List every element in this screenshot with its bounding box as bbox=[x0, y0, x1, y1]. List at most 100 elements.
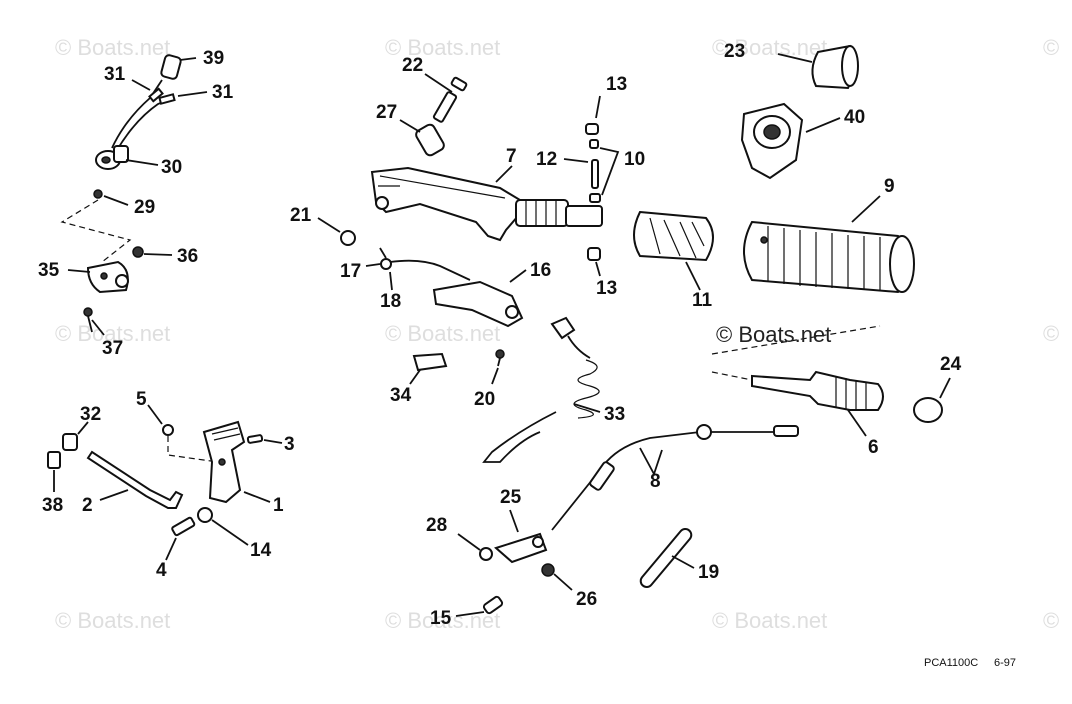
part-35-bracket bbox=[67, 260, 129, 294]
footer-part-code: PCA1100C bbox=[924, 657, 978, 669]
callout-10: 10 bbox=[624, 149, 645, 170]
part-36-nut bbox=[132, 246, 173, 258]
watermark-text: © Boats.net bbox=[712, 608, 827, 633]
part-31-wire-leads bbox=[111, 79, 208, 151]
callout-27: 27 bbox=[376, 102, 397, 123]
callout-35: 35 bbox=[38, 260, 60, 281]
callout-40: 40 bbox=[844, 107, 865, 128]
grip-dash-line-bottom bbox=[711, 371, 753, 381]
watermark-text: © Boats.net bbox=[385, 35, 500, 60]
callout-1: 1 bbox=[273, 495, 284, 516]
part-39-plug bbox=[160, 54, 197, 80]
callout-3: 3 bbox=[284, 434, 295, 455]
assembly-dash-line bbox=[60, 199, 132, 263]
watermark-text: © Boats.net bbox=[55, 35, 170, 60]
callout-22: 22 bbox=[402, 55, 423, 76]
callout-6: 6 bbox=[868, 437, 879, 458]
part-37-screw bbox=[83, 307, 105, 336]
callout-16: 16 bbox=[530, 260, 551, 281]
part-10-12-pins bbox=[563, 139, 620, 203]
callout-30: 30 bbox=[161, 157, 182, 178]
callout-18: 18 bbox=[380, 291, 401, 312]
callout-4: 4 bbox=[156, 560, 167, 581]
watermark-text: © Boats.net bbox=[385, 321, 500, 346]
part-14-washer bbox=[197, 507, 249, 546]
watermark-copyright-glyph: © bbox=[1043, 321, 1059, 346]
callout-28: 28 bbox=[426, 515, 447, 536]
callout-31: 31 bbox=[104, 64, 126, 85]
brand-label: © Boats.net bbox=[716, 322, 831, 347]
callout-labels: 39 31 31 30 29 36 35 37 5 32 3 38 2 1 14… bbox=[38, 41, 962, 629]
part-7-tiller-arm bbox=[370, 165, 603, 242]
callout-5: 5 bbox=[136, 389, 147, 410]
callout-13: 13 bbox=[606, 74, 627, 95]
callout-36: 36 bbox=[177, 246, 198, 267]
callout-39: 39 bbox=[203, 48, 224, 69]
part-2-shift-rod bbox=[86, 450, 184, 509]
part-6-throttle-shaft bbox=[751, 370, 884, 437]
part-8-cable bbox=[551, 424, 799, 531]
callout-31: 31 bbox=[212, 82, 234, 103]
part-5-ring bbox=[147, 404, 174, 436]
callout-17: 17 bbox=[340, 261, 361, 282]
part-28-washer bbox=[457, 533, 493, 561]
part-3-pin bbox=[246, 434, 283, 444]
callout-34: 34 bbox=[390, 385, 412, 406]
part-9-tiller-grip bbox=[743, 195, 915, 294]
callout-20: 20 bbox=[474, 389, 495, 410]
lever-dash-line bbox=[167, 436, 219, 463]
part-22-bolt bbox=[424, 73, 468, 123]
part-17-ground-wire bbox=[365, 247, 471, 281]
part-19-sleeve bbox=[639, 528, 695, 588]
callout-13: 13 bbox=[596, 278, 617, 299]
callout-14: 14 bbox=[250, 540, 272, 561]
part-24-cap bbox=[913, 377, 951, 423]
callout-32: 32 bbox=[80, 404, 101, 425]
callout-19: 19 bbox=[698, 562, 719, 583]
part-32-clip bbox=[62, 421, 89, 451]
callout-33: 33 bbox=[604, 404, 625, 425]
watermark-text: © Boats.net bbox=[712, 35, 827, 60]
callout-15: 15 bbox=[430, 608, 452, 629]
part-13-spacer-bottom bbox=[587, 247, 601, 277]
watermark-copyright-glyph: © bbox=[1043, 35, 1059, 60]
callout-38: 38 bbox=[42, 495, 63, 516]
callout-2: 2 bbox=[82, 495, 93, 516]
callout-37: 37 bbox=[102, 338, 123, 359]
watermark-text: © Boats.net bbox=[55, 608, 170, 633]
part-38-retainer bbox=[47, 451, 61, 492]
part-18-terminal bbox=[389, 271, 393, 291]
part-21-nut bbox=[317, 217, 356, 246]
watermarks: © Boats.net © Boats.net © Boats.net © © … bbox=[55, 35, 1059, 633]
part-25-cam bbox=[494, 509, 548, 564]
part-20-screw bbox=[491, 349, 505, 385]
part-1-shift-handle bbox=[202, 420, 271, 504]
part-16-bracket bbox=[432, 269, 527, 328]
part-40-throttle-housing bbox=[740, 102, 841, 180]
callout-29: 29 bbox=[134, 197, 155, 218]
part-29-screw bbox=[93, 189, 129, 206]
callout-25: 25 bbox=[500, 487, 522, 508]
part-33-lanyard bbox=[482, 316, 601, 463]
part-11-grip-sleeve bbox=[633, 210, 714, 291]
part-15-pin bbox=[455, 595, 504, 617]
part-34-clip bbox=[409, 352, 448, 385]
watermark-copyright-glyph: © bbox=[1043, 608, 1059, 633]
part-26-screw bbox=[541, 563, 573, 591]
callout-8: 8 bbox=[650, 471, 661, 492]
callout-12: 12 bbox=[536, 149, 557, 170]
callout-26: 26 bbox=[576, 589, 597, 610]
part-4-bolt bbox=[165, 516, 196, 561]
part-27-bushing bbox=[399, 119, 445, 157]
callout-11: 11 bbox=[692, 290, 713, 311]
callout-9: 9 bbox=[884, 176, 895, 197]
callout-21: 21 bbox=[290, 205, 312, 226]
watermark-text: © Boats.net bbox=[55, 321, 170, 346]
callout-7: 7 bbox=[506, 146, 517, 167]
part-30-switch bbox=[95, 145, 159, 170]
callout-23: 23 bbox=[724, 41, 745, 62]
callout-24: 24 bbox=[940, 354, 962, 375]
part-13-spacer-top bbox=[585, 95, 601, 135]
part-23-grip-cap bbox=[777, 44, 859, 90]
